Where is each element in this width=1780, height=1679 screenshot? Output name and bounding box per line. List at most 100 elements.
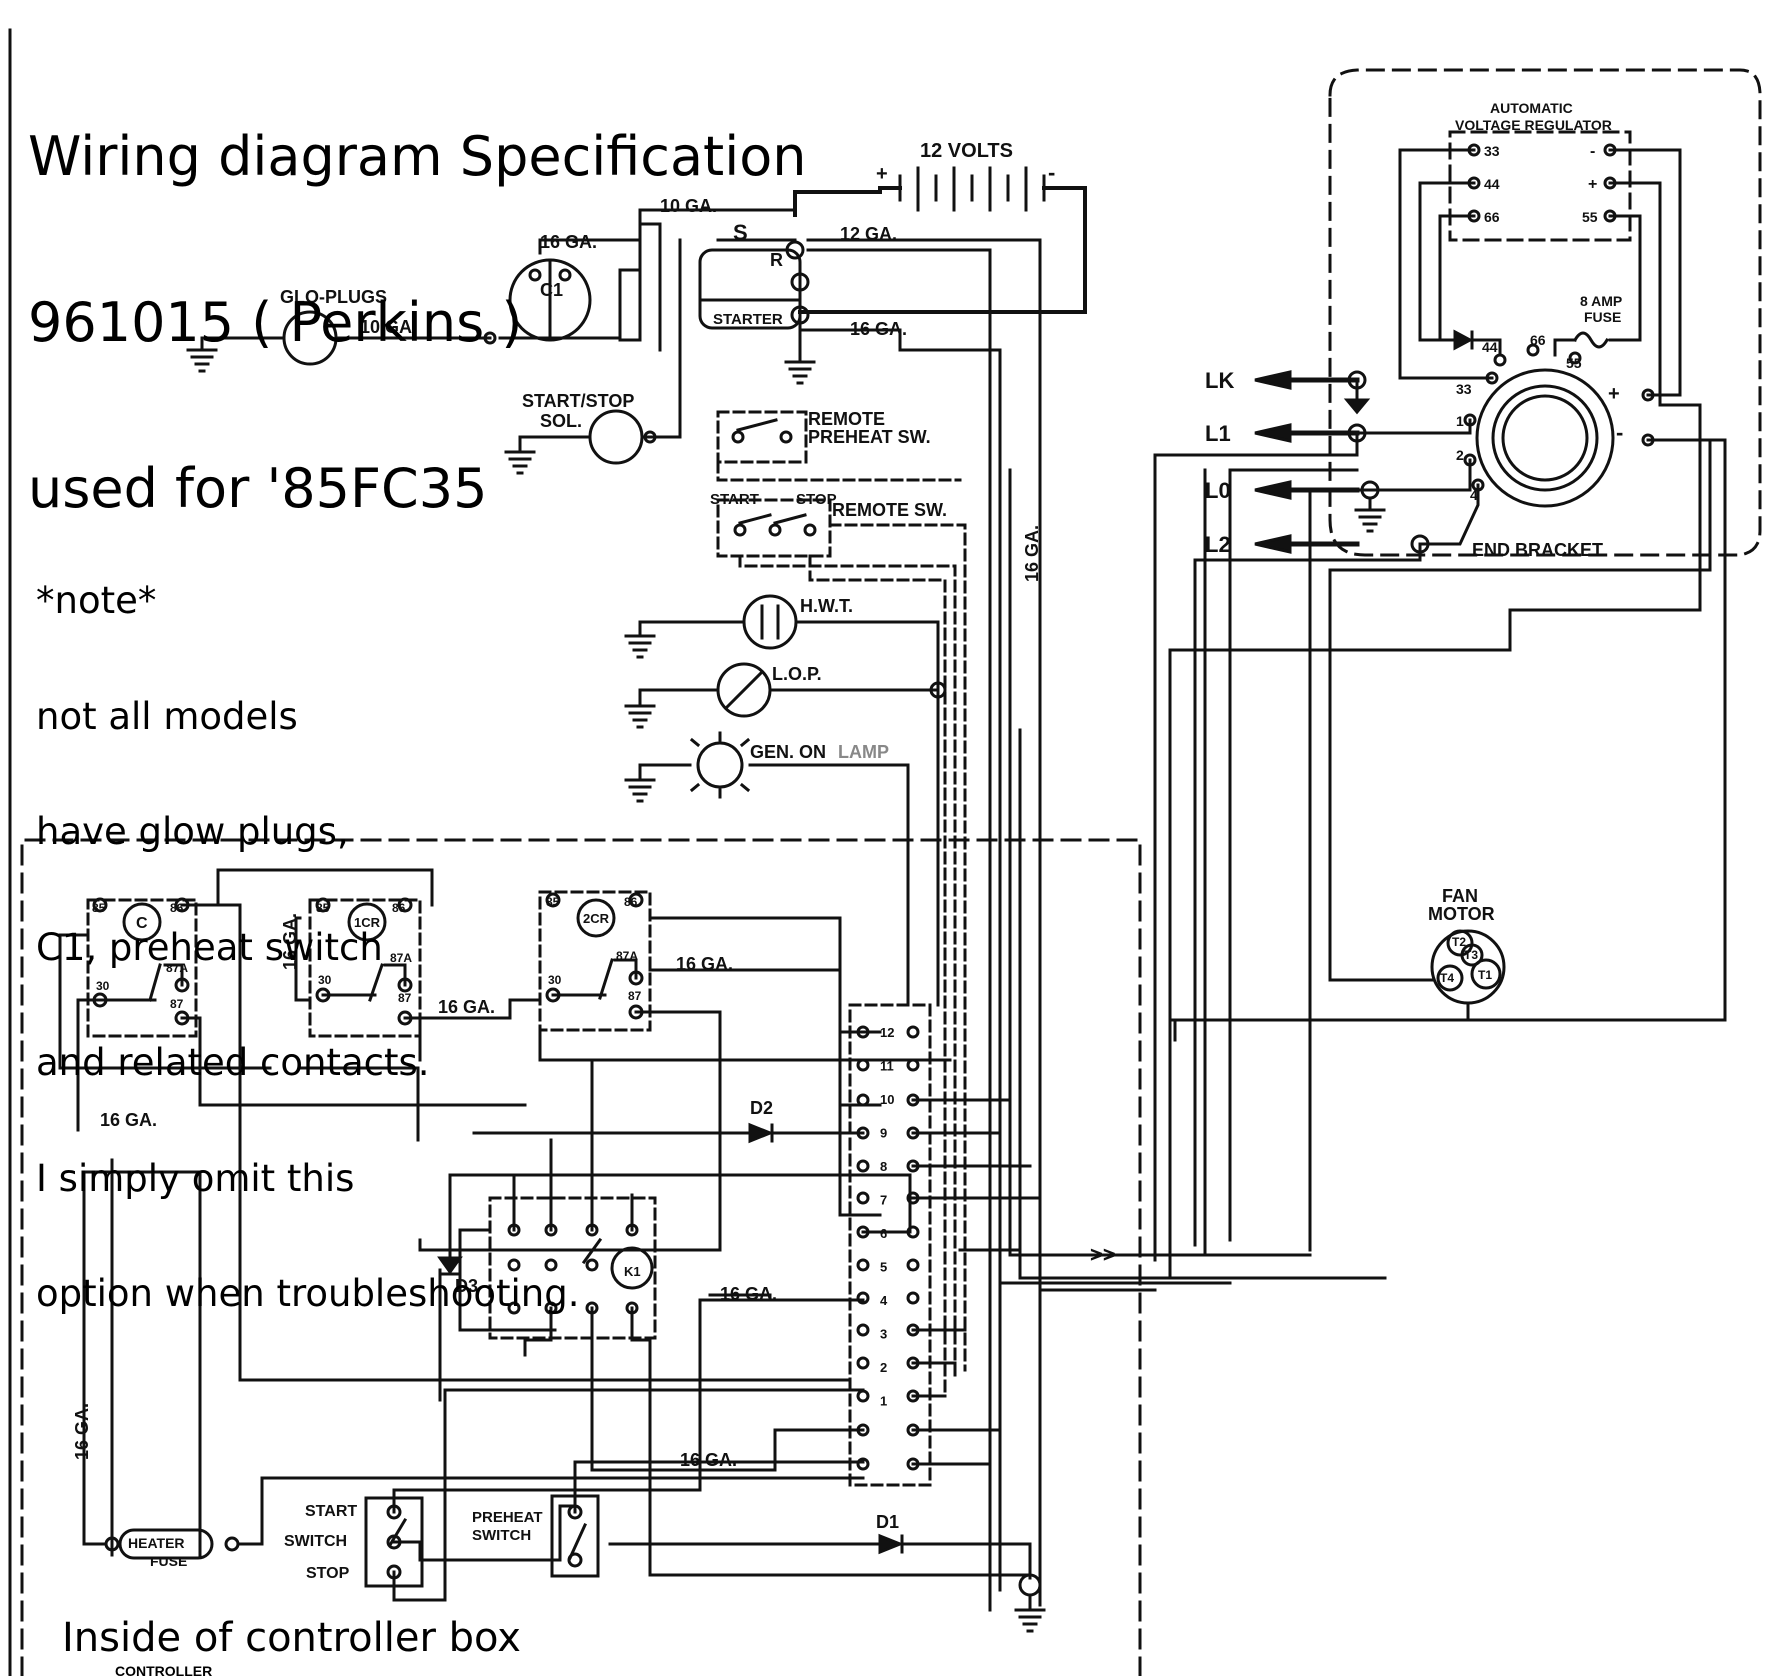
lk-arrow <box>1254 370 1292 390</box>
avr-33: 33 <box>1484 143 1500 159</box>
switch-switch-label: SWITCH <box>284 1533 347 1550</box>
relay-1cr-87a: 87A <box>390 951 412 965</box>
avr-plus: + <box>1588 176 1597 193</box>
gen-66: 66 <box>1530 332 1546 348</box>
note-line: have glow plugs, <box>36 810 349 853</box>
l0-arrow <box>1254 480 1292 500</box>
ground-glo <box>186 336 218 373</box>
footer-partial-text: CONTROLLER <box>115 1663 213 1679</box>
terminal-number: 12 <box>880 1025 894 1040</box>
relay-1cr-box <box>308 898 422 1038</box>
gen-1: 1 <box>1456 413 1464 429</box>
fan-label-1: FAN <box>1442 886 1478 906</box>
end-bracket-label: END BRACKET <box>1472 540 1603 560</box>
start-stop-sol-label-2: SOL. <box>540 411 582 431</box>
fan-t3: T3 <box>1464 948 1478 962</box>
hwt-label: H.W.T. <box>800 596 853 616</box>
ga16-left-v-label: 16 GA. <box>280 913 300 970</box>
l0-label: L0 <box>1205 478 1231 503</box>
battery-minus: - <box>1048 160 1055 185</box>
fan-t2: T2 <box>1452 935 1466 949</box>
relay-c-box <box>86 898 198 1038</box>
note-block: *note* not all models have glow plugs, C… <box>36 508 579 1354</box>
d2-label: D2 <box>750 1098 773 1118</box>
note-line: C1, preheat switch <box>36 925 383 969</box>
terminal-number: 3 <box>880 1327 887 1342</box>
relay-c-87: 87 <box>170 997 184 1011</box>
relay-c-85: 85 <box>92 901 106 915</box>
starter-solenoid <box>698 240 810 330</box>
relay-2cr-87: 87 <box>628 989 642 1003</box>
relay-1cr-label: 1CR <box>354 915 381 930</box>
relay-1cr-87: 87 <box>398 991 412 1005</box>
avr-55: 55 <box>1582 209 1598 225</box>
terminal-number: 8 <box>880 1159 887 1174</box>
relay-c-label: C <box>136 915 148 932</box>
ground-starter <box>784 348 816 385</box>
d3-label: D3 <box>455 1276 478 1296</box>
terminal-number: 9 <box>880 1126 887 1141</box>
gen-44: 44 <box>1482 339 1498 355</box>
relay-2cr-86: 86 <box>624 895 638 909</box>
lamp-label: LAMP <box>838 742 889 762</box>
remote-start-label: START <box>710 491 759 508</box>
ground-lop <box>624 688 656 729</box>
preheat-switch-label-1: PREHEAT <box>472 1509 543 1526</box>
c1-label: C1 <box>540 280 563 300</box>
preheat-switch-label-2: SWITCH <box>472 1527 531 1544</box>
switch-stop-label: STOP <box>306 1565 350 1582</box>
ga16-relay12-label: 16 GA. <box>438 997 495 1017</box>
l2-label: L2 <box>1205 532 1231 557</box>
s-label: S <box>733 220 748 245</box>
fan-t1: T1 <box>1478 968 1492 982</box>
note-line: not all models <box>36 694 298 738</box>
title-line-1: Wiring diagram Specification <box>28 125 807 188</box>
k1-relay-box <box>488 1196 657 1340</box>
ga16-relay3-label: 16 GA. <box>676 954 733 974</box>
relay-c-30: 30 <box>96 979 110 993</box>
relay-1cr-86: 86 <box>392 901 406 915</box>
diagram-title: Wiring diagram Specification 961015 ( Pe… <box>28 22 807 574</box>
relay-2cr-label: 2CR <box>583 911 610 926</box>
gen-plus: + <box>1608 383 1620 405</box>
k1-label: K1 <box>624 1264 641 1279</box>
ground-main <box>1014 1593 1046 1633</box>
d1-label: D1 <box>876 1512 899 1532</box>
ga16-c1-label: 16 GA. <box>540 232 597 252</box>
relay-c-86: 86 <box>170 901 184 915</box>
avr-label-2: VOLTAGE REGULATOR <box>1455 117 1612 133</box>
battery-label: 12 VOLTS <box>920 140 1013 162</box>
relay-2cr-85: 85 <box>546 895 560 909</box>
footer-label: Inside of controller box <box>62 1615 521 1661</box>
ground-sol <box>504 435 536 475</box>
ga16-left-label: 16 GA. <box>100 1110 157 1130</box>
glo-plugs-label: GLO-PLUGS <box>280 287 387 307</box>
relay-2cr-box <box>538 890 652 1032</box>
battery-plus: + <box>876 163 888 185</box>
avr-label-1: AUTOMATIC <box>1490 100 1573 116</box>
terminal-number: 5 <box>880 1260 887 1275</box>
remote-preheat-label-1: REMOTE <box>808 409 885 429</box>
ga16-far-left-label: 16 GA. <box>72 1403 92 1460</box>
generator-rotor-outer <box>1475 368 1615 508</box>
heater-fuse-label-2: FUSE <box>150 1553 187 1569</box>
title-line-3: used for '85FC35 <box>28 457 488 520</box>
remote-preheat-label-2: PREHEAT SW. <box>808 427 931 447</box>
relay-1cr-30: 30 <box>318 973 332 987</box>
ga16-mid-label: 16 GA. <box>720 1284 777 1304</box>
avr-fuse-symbol <box>1572 331 1610 349</box>
fan-label-2: MOTOR <box>1428 904 1495 924</box>
gen-2: 2 <box>1456 447 1464 463</box>
gen-minus: - <box>1616 420 1623 445</box>
note-line: and related contacts. <box>36 1041 430 1084</box>
relay-c-87a: 87A <box>166 961 188 975</box>
avr-minus: - <box>1590 143 1595 160</box>
l1-arrow <box>1254 423 1292 443</box>
terminal-number: 1 <box>880 1394 887 1409</box>
gen-on-label: GEN. ON <box>750 742 826 762</box>
title-line-2: 961015 ( Perkins ) <box>28 291 523 354</box>
c1-contactor <box>508 258 592 342</box>
gen-55: 55 <box>1566 355 1582 371</box>
fuse-label-2: FUSE <box>1584 309 1621 325</box>
terminal-strip <box>848 1003 932 1487</box>
